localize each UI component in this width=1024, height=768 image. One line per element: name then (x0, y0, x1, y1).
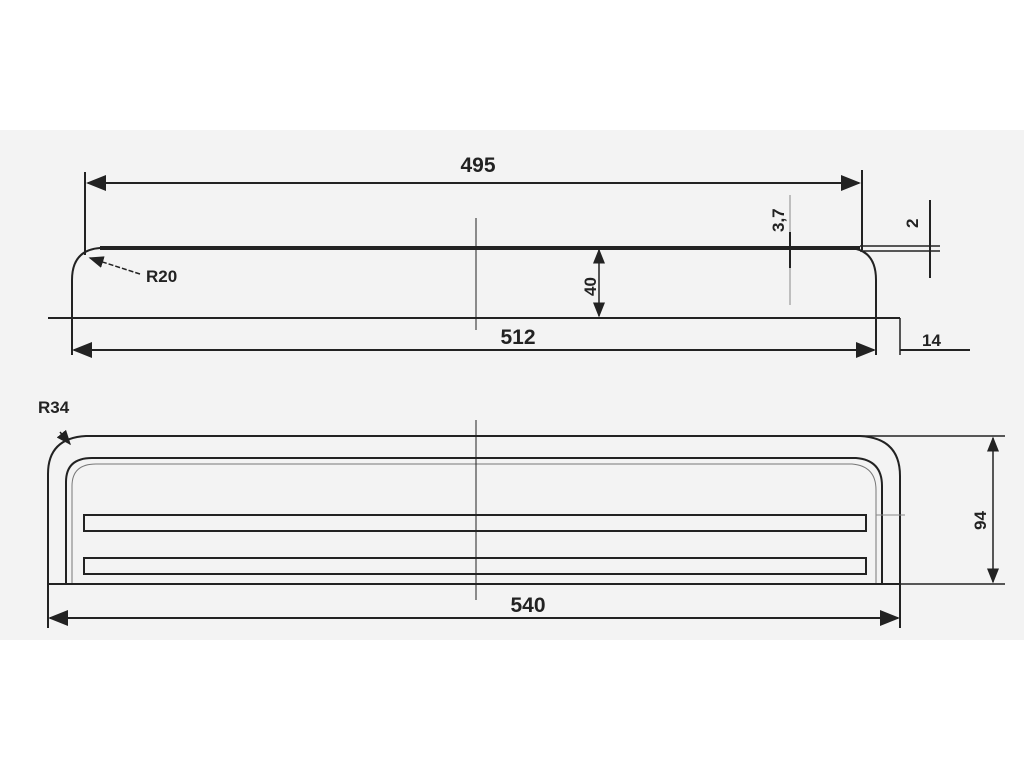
drawing-background (0, 130, 1024, 640)
dimension-2: 2 (903, 219, 922, 228)
slot-lower (83, 557, 867, 575)
dimension-540: 540 (510, 594, 545, 617)
dimension-512: 512 (500, 326, 535, 349)
slot-upper (83, 514, 867, 532)
radius-leader-r34 (56, 429, 71, 446)
dimension-3-7: 3,7 (769, 208, 788, 232)
radius-r20: R20 (146, 267, 177, 286)
dimension-495: 495 (460, 154, 495, 177)
inner-outline (65, 457, 883, 584)
dimension-14: 14 (922, 331, 941, 350)
top-view (47, 420, 1005, 628)
dimension-40: 40 (581, 277, 600, 296)
dimension-94: 94 (971, 511, 990, 530)
outer-outline (47, 435, 901, 628)
side-view (48, 170, 970, 358)
radius-r34: R34 (38, 398, 70, 417)
radius-leader-r20 (88, 256, 141, 275)
